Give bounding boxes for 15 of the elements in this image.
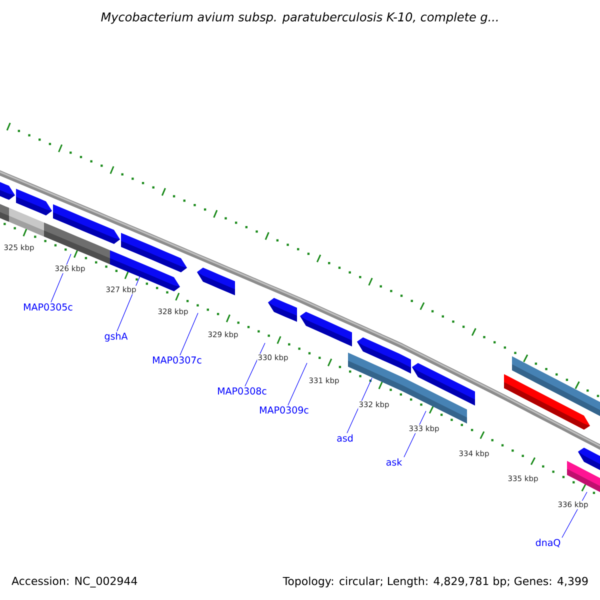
leader-line <box>180 312 198 356</box>
gene-label: MAP0308c <box>218 387 266 395</box>
gene-label: ask <box>386 458 402 466</box>
gene-label: MAP0307c <box>153 356 202 364</box>
title: Mycobacterium avium subsp. paratuberculosis K-10, complete g... <box>101 12 498 24</box>
leader-line <box>288 362 308 406</box>
gene-label: MAP0309c <box>260 406 308 414</box>
gene-label: dnaQ <box>536 538 560 548</box>
gene-label: asd <box>337 434 353 442</box>
gene-label: MAP0305c <box>24 303 72 311</box>
gene-label: gshA <box>104 332 128 342</box>
footer-text: Topology: circular; Length: 4,829,781 bp; Genes: 4,399 <box>282 576 588 588</box>
footer-text: Accession: NC_002944 <box>12 576 138 588</box>
leader-line <box>244 342 266 386</box>
leader-line <box>346 378 372 434</box>
